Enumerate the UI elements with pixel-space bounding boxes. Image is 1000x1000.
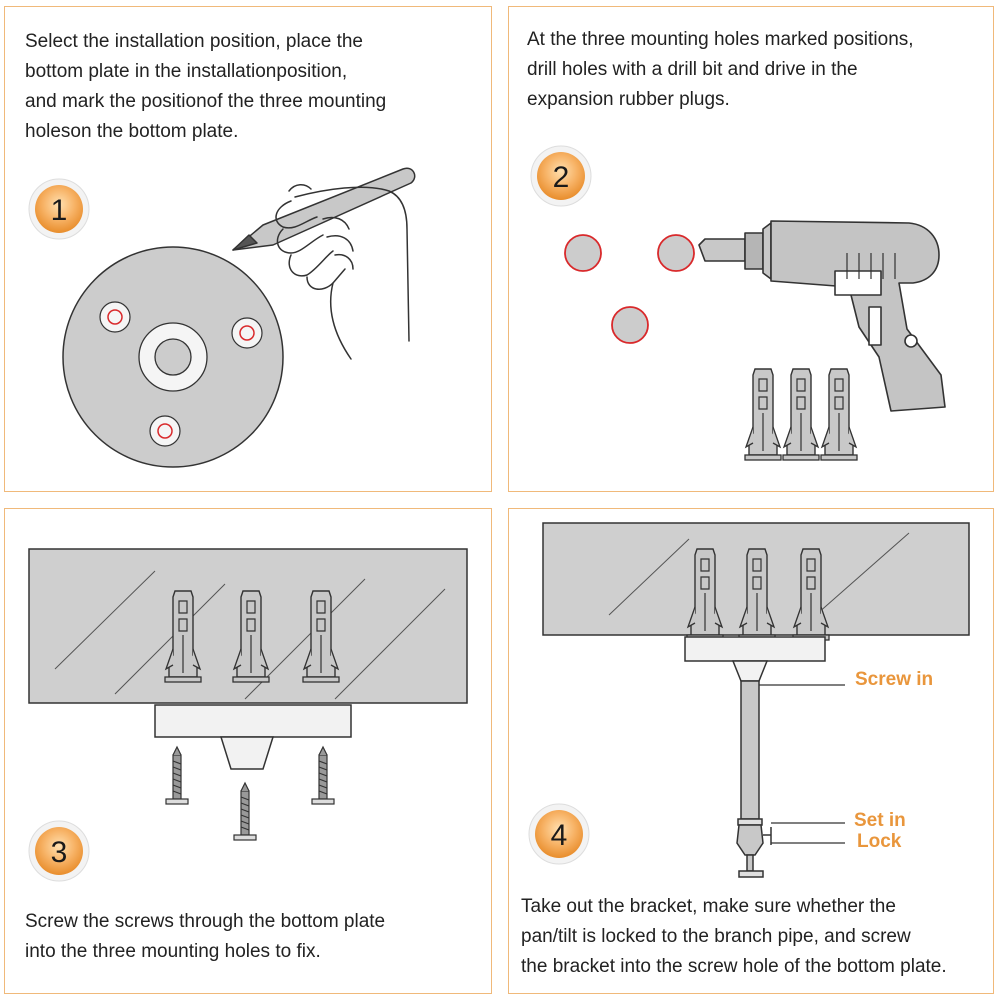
step-2-line-2: drill holes with a drill bit and drive i… <box>527 59 858 80</box>
step-1-line-2: bottom plate in the installationposition… <box>25 61 348 82</box>
step-4-badge: 4 <box>528 803 590 865</box>
drilled-hole <box>657 234 695 272</box>
bracket-pole <box>731 660 772 878</box>
power-drill-icon <box>698 220 946 412</box>
bottom-plate <box>62 246 284 468</box>
set-in-label: Set in <box>854 810 906 831</box>
step-2-line-3: expansion rubber plugs. <box>527 89 730 110</box>
drilled-hole <box>564 234 602 272</box>
screw-icon <box>311 746 335 805</box>
bottom-plate-side <box>154 704 352 738</box>
drilled-hole <box>611 306 649 344</box>
step-1-line-3: and mark the positionof the three mounti… <box>25 91 387 112</box>
step-3-illustration: 3 <box>28 548 468 882</box>
expansion-plug-icon <box>744 368 782 461</box>
step-4-illustration: 4 <box>528 522 970 878</box>
step-3-number: 3 <box>51 836 68 869</box>
lock-label: Lock <box>857 831 902 852</box>
step-2-number: 2 <box>553 161 570 194</box>
plate-collar <box>219 736 275 770</box>
mounting-hole-mark <box>149 415 181 447</box>
expansion-plug-icon <box>820 368 858 461</box>
screw-icon <box>165 746 189 805</box>
step-1-instructions: Select the installation position, place … <box>25 27 386 147</box>
step-1-badge: 1 <box>28 178 90 240</box>
expansion-plug-icon <box>782 368 820 461</box>
step-3-panel: Screw the screws through the bottom plat… <box>4 508 492 994</box>
step-4-number: 4 <box>551 819 568 852</box>
step-1-line-4: holeson the bottom plate. <box>25 121 239 142</box>
step-2-illustration: 2 <box>530 145 946 461</box>
step-2-instructions: At the three mounting holes marked posit… <box>527 25 914 115</box>
step-4-instructions: Take out the bracket, make sure whether … <box>521 892 947 982</box>
screw-in-label: Screw in <box>855 669 934 690</box>
step-2-panel: At the three mounting holes marked posit… <box>508 6 994 492</box>
step-1-line-1: Select the installation position, place … <box>25 31 363 52</box>
step-3-badge: 3 <box>28 820 90 882</box>
step-3-instructions: Screw the screws through the bottom plat… <box>25 907 385 967</box>
screw-icon <box>233 782 257 841</box>
step-4-panel: 4 Screw in Set in Lock Take out the brac… <box>508 508 994 994</box>
step-1-illustration: 1 <box>28 167 416 468</box>
step-3-line-1: Screw the screws through the bottom plat… <box>25 911 386 932</box>
hand-with-pencil-icon <box>232 167 416 360</box>
mounting-hole-mark <box>231 317 263 349</box>
step-2-badge: 2 <box>530 145 592 207</box>
step-4-line-1: Take out the bracket, make sure whether … <box>521 896 896 917</box>
step-4-line-2: pan/tilt is locked to the branch pipe, a… <box>521 926 911 947</box>
step-1-number: 1 <box>51 194 68 227</box>
bottom-plate-side <box>684 636 826 662</box>
step-1-panel: Select the installation position, place … <box>4 6 492 492</box>
step-2-line-1: At the three mounting holes marked posit… <box>527 29 914 50</box>
mounting-hole-mark <box>99 301 131 333</box>
step-4-line-3: the bracket into the screw hole of the b… <box>521 956 947 977</box>
step-3-line-2: into the three mounting holes to fix. <box>25 941 321 962</box>
